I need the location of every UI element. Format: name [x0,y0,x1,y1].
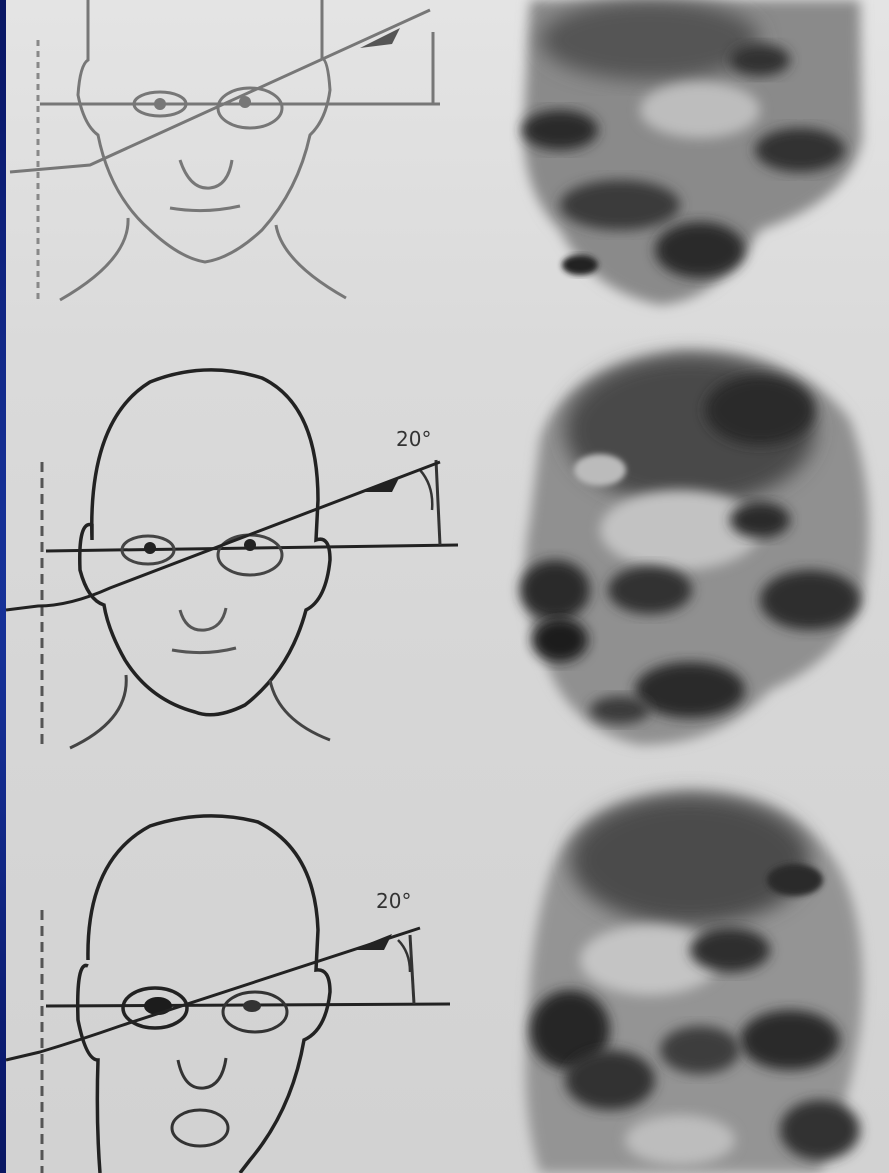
face-outline [78,0,330,262]
xray-bottom [526,792,863,1173]
nose [180,160,232,188]
left-pupil [154,98,166,110]
right-pupil [244,539,256,551]
angle-arc [420,470,432,510]
nose [178,1058,226,1088]
neck-outline [60,218,346,300]
head-outline [80,370,330,715]
head-drawing-top [10,0,440,300]
right-eye [218,88,282,128]
right-eye [223,992,287,1032]
oblique-line [6,462,440,610]
angle-label: 20° [376,889,411,913]
angle-vertical [436,460,440,545]
left-pupil [144,542,156,554]
head-drawing-middle: 20° [6,370,458,750]
right-pupil [243,1000,261,1012]
oblique-line [10,10,430,172]
head-drawing-bottom: 20° [6,816,450,1173]
xray-top [522,0,862,305]
angle-arc [398,940,410,972]
nose [180,608,226,630]
neck-outline [70,675,330,748]
mouth [170,206,240,211]
mouth [172,648,236,653]
mouth [172,1110,228,1146]
xray-middle [520,352,869,745]
head-outline [78,816,330,1173]
angle-label: 20° [396,427,431,451]
